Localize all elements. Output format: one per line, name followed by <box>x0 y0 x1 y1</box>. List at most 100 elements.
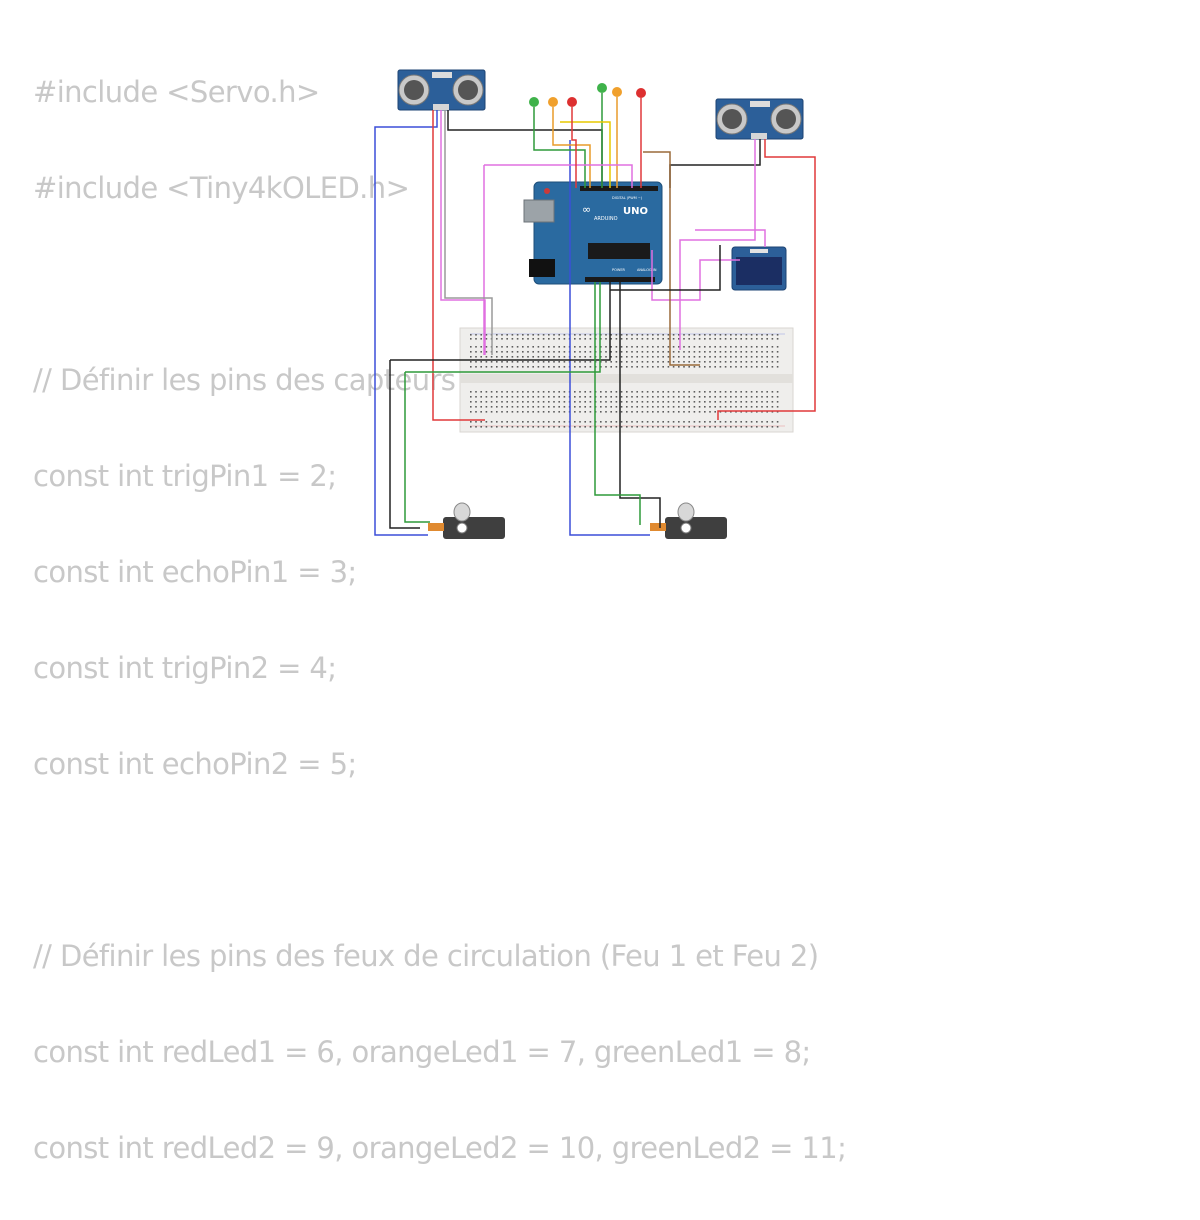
breadboard-hole <box>667 361 670 363</box>
breadboard[interactable] <box>459 327 794 433</box>
breadboard-hole <box>667 396 670 398</box>
wire-magenta-1 <box>440 110 486 355</box>
breadboard-hole <box>672 401 675 403</box>
breadboard-hole <box>501 391 503 393</box>
breadboard-hole <box>704 366 706 368</box>
wire-red-1 <box>432 110 485 421</box>
breadboard-hole <box>574 361 576 363</box>
breadboard-hole <box>667 338 670 340</box>
breadboard-hole <box>626 366 628 368</box>
breadboard-hole <box>631 356 633 358</box>
breadboard-hole <box>542 334 545 336</box>
breadboard-hole <box>579 346 581 348</box>
breadboard-hole <box>683 351 685 353</box>
breadboard-hole <box>662 334 664 336</box>
breadboard-hole <box>563 361 566 363</box>
breadboard-hole <box>740 401 742 403</box>
breadboard-hole <box>693 338 696 340</box>
ultrasonic-sensor-1[interactable] <box>397 69 486 111</box>
breadboard-hole <box>672 338 675 340</box>
breadboard-hole <box>537 346 540 348</box>
breadboard-hole <box>511 361 514 363</box>
breadboard-hole <box>719 421 722 423</box>
breadboard-hole <box>626 406 628 408</box>
breadboard-hole <box>724 411 727 413</box>
breadboard-hole <box>735 356 737 358</box>
breadboard-hole <box>714 356 716 358</box>
breadboard-hole <box>740 391 742 393</box>
breadboard-hole <box>605 411 607 413</box>
breadboard-hole <box>709 366 711 368</box>
breadboard-hole <box>605 334 607 336</box>
breadboard-hole <box>558 361 560 363</box>
wires[interactable] <box>374 93 816 536</box>
breadboard-hole <box>490 426 493 428</box>
wire-red-4 <box>571 107 577 188</box>
breadboard-hole <box>610 401 612 403</box>
wire-blue-1 <box>374 110 438 536</box>
breadboard-hole <box>605 351 607 353</box>
breadboard-hole <box>589 366 592 368</box>
breadboard-hole <box>761 338 763 340</box>
breadboard-hole <box>709 406 711 408</box>
oled-display[interactable] <box>731 246 787 291</box>
breadboard-hole <box>600 406 602 408</box>
breadboard-hole <box>771 356 774 358</box>
breadboard-hole <box>620 351 623 353</box>
breadboard-hole <box>563 406 566 408</box>
breadboard-hole <box>641 346 644 348</box>
breadboard-hole <box>750 406 753 408</box>
breadboard-hole <box>761 421 763 423</box>
breadboard-hole <box>678 366 680 368</box>
breadboard-hole <box>610 356 612 358</box>
breadboard-hole <box>641 426 644 428</box>
wire-black-2 <box>669 139 761 188</box>
breadboard-hole <box>771 366 774 368</box>
breadboard-hole <box>584 366 586 368</box>
code-line: const int trigPin2 = 4; <box>33 651 337 685</box>
breadboard-hole <box>615 334 618 336</box>
breadboard-hole <box>745 334 748 336</box>
wire-green-1 <box>404 372 430 523</box>
circuit-diagram[interactable]: ∞ UNO ARDUINO DIGITAL (PWM ~) POWER ANAL… <box>0 0 1200 630</box>
breadboard-hole <box>641 351 644 353</box>
breadboard-hole <box>740 406 742 408</box>
breadboard-hole <box>626 401 628 403</box>
breadboard-hole <box>485 361 488 363</box>
breadboard-hole <box>522 334 524 336</box>
breadboard-hole <box>558 421 560 423</box>
breadboard-hole <box>688 406 690 408</box>
ultrasonic-sensor-2[interactable] <box>715 98 804 140</box>
breadboard-hole <box>620 346 623 348</box>
breadboard-hole <box>657 356 659 358</box>
breadboard-hole <box>584 411 586 413</box>
breadboard-hole <box>704 334 706 336</box>
servo-1[interactable] <box>428 502 505 539</box>
traffic-light-2[interactable] <box>597 83 646 98</box>
breadboard-hole <box>511 411 514 413</box>
breadboard-hole <box>516 361 519 363</box>
breadboard-hole <box>542 421 545 423</box>
arduino-uno-board[interactable]: ∞ UNO ARDUINO DIGITAL (PWM ~) POWER ANAL… <box>523 181 663 285</box>
breadboard-hole <box>766 401 768 403</box>
breadboard-hole <box>605 356 607 358</box>
breadboard-hole <box>511 421 514 423</box>
breadboard-hole <box>667 351 670 353</box>
servo-2[interactable] <box>650 502 727 539</box>
breadboard-hole <box>527 426 529 428</box>
breadboard-hole <box>704 406 706 408</box>
breadboard-hole <box>584 334 586 336</box>
breadboard-hole <box>542 401 545 403</box>
breadboard-hole <box>537 356 540 358</box>
breadboard-hole <box>740 361 742 363</box>
breadboard-hole <box>776 356 779 358</box>
breadboard-hole <box>709 356 711 358</box>
breadboard-hole <box>506 396 508 398</box>
breadboard-hole <box>688 391 690 393</box>
breadboard-hole <box>714 338 716 340</box>
reset-button[interactable] <box>544 188 550 194</box>
breadboard-hole <box>511 356 514 358</box>
traffic-light-1[interactable] <box>529 97 577 107</box>
breadboard-hole <box>584 391 586 393</box>
breadboard-hole <box>475 421 477 423</box>
